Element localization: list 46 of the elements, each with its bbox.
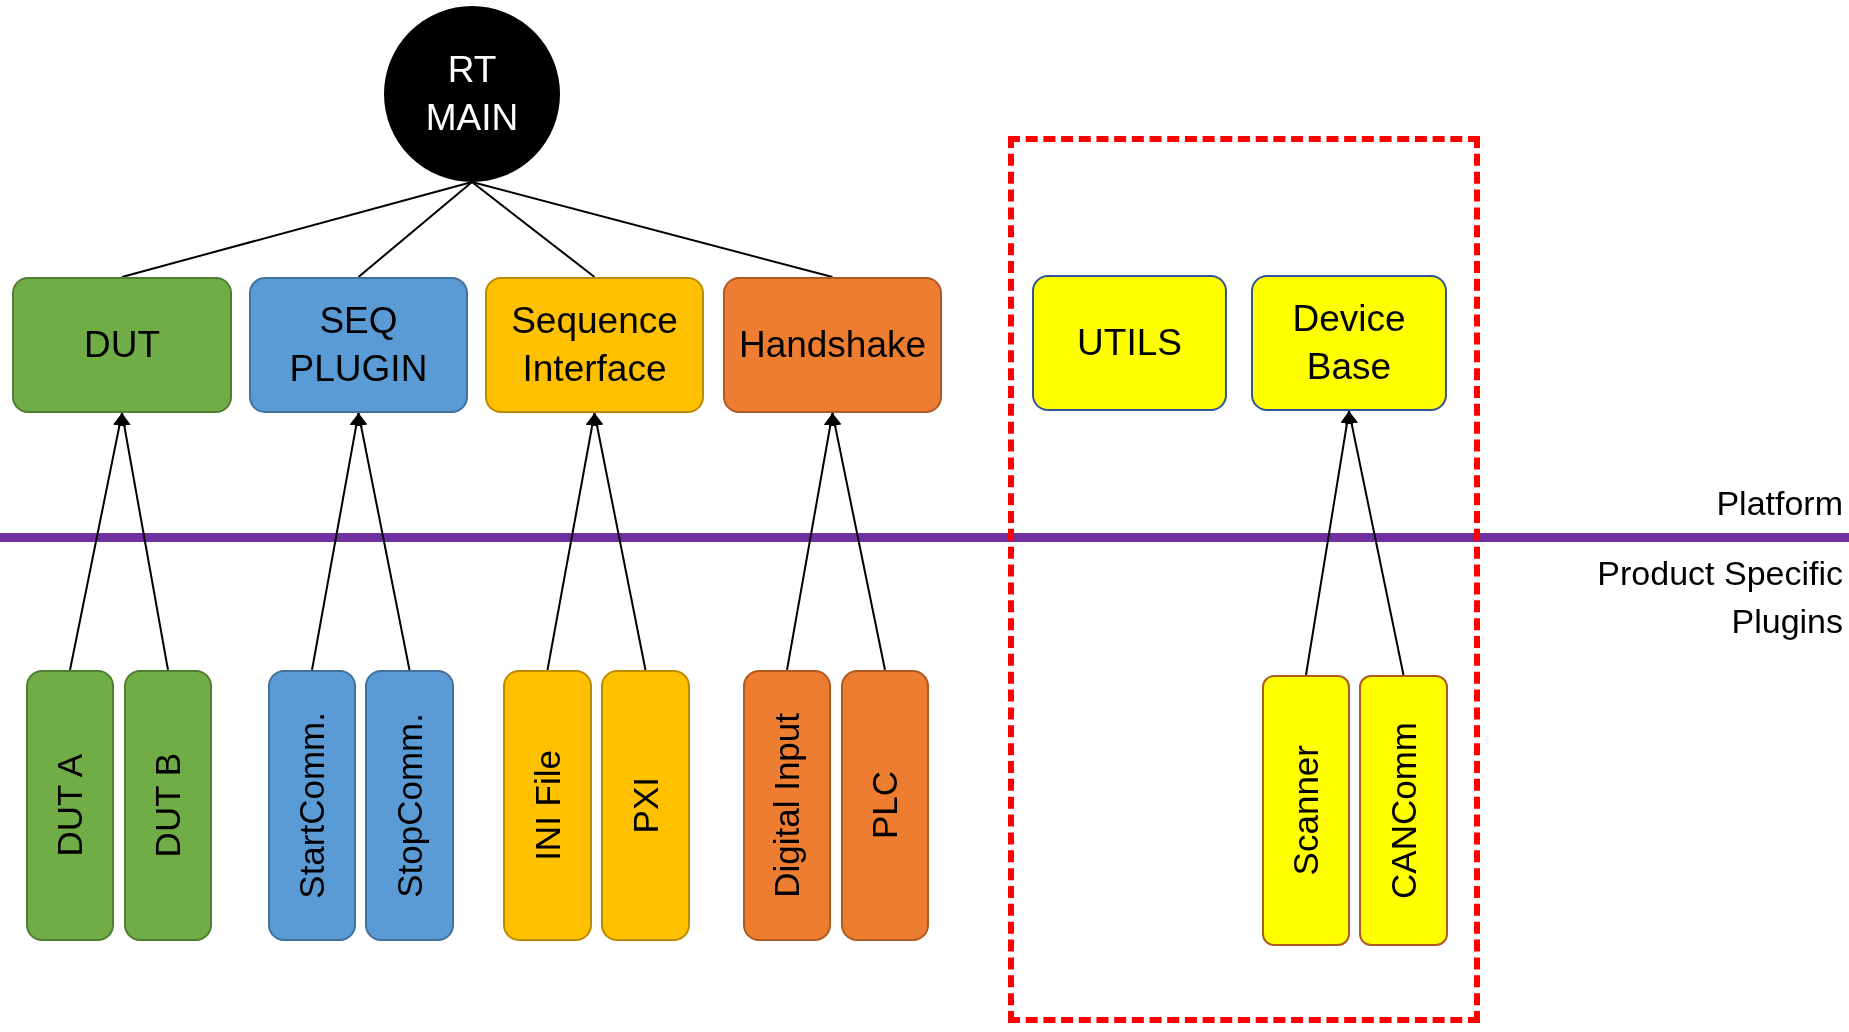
arrow: [590, 412, 647, 671]
connector-line: [471, 181, 834, 278]
node-label: Sequence Interface: [510, 298, 679, 391]
node-label: RT MAIN: [424, 47, 520, 140]
module-box: [743, 670, 831, 941]
node-label: INI File: [527, 750, 568, 861]
module-box: [12, 277, 232, 413]
dashed-group-box: [1008, 136, 1480, 1023]
module-box: [1032, 275, 1227, 411]
module-box: [601, 670, 690, 941]
node-label: Device Base: [1291, 296, 1407, 389]
node-label: UTILS: [1077, 320, 1182, 365]
node-label: DUT B: [148, 753, 188, 858]
module-box: [124, 670, 212, 941]
connector-line: [357, 181, 473, 278]
node-label: SEQ PLUGIN: [288, 298, 429, 391]
node-label: PLC: [865, 771, 905, 840]
arrow: [117, 412, 169, 671]
module-box: [485, 277, 704, 413]
module-box: [365, 670, 454, 941]
node-label: StopComm.: [389, 713, 430, 898]
node-label: Digital Input: [767, 713, 807, 898]
plugin-box: [1262, 675, 1350, 946]
node-label: Scanner: [1286, 745, 1326, 876]
layer-label: Product Specific Plugins: [1596, 553, 1843, 642]
connector-line: [121, 181, 473, 278]
arrow: [1345, 410, 1405, 676]
module-box: [249, 277, 468, 413]
module-box: [268, 670, 356, 941]
module-box: [26, 670, 114, 941]
arrow: [69, 412, 126, 671]
node-label: StartComm.: [292, 712, 332, 899]
module-box: [841, 670, 929, 941]
plugin-box: [1359, 675, 1448, 946]
node-label: CANComm: [1383, 722, 1424, 899]
node-label: DUT: [83, 322, 160, 367]
connector-line: [471, 181, 596, 278]
module-box: [503, 670, 592, 941]
node-label: PXI: [625, 777, 666, 834]
module-box: [1251, 275, 1447, 411]
node-label: Handshake: [738, 322, 927, 367]
layer-label: Platform: [1715, 483, 1843, 524]
module-box: [723, 277, 942, 413]
arrow: [828, 412, 886, 671]
arrow: [354, 412, 411, 671]
node-label: DUT A: [50, 754, 90, 857]
